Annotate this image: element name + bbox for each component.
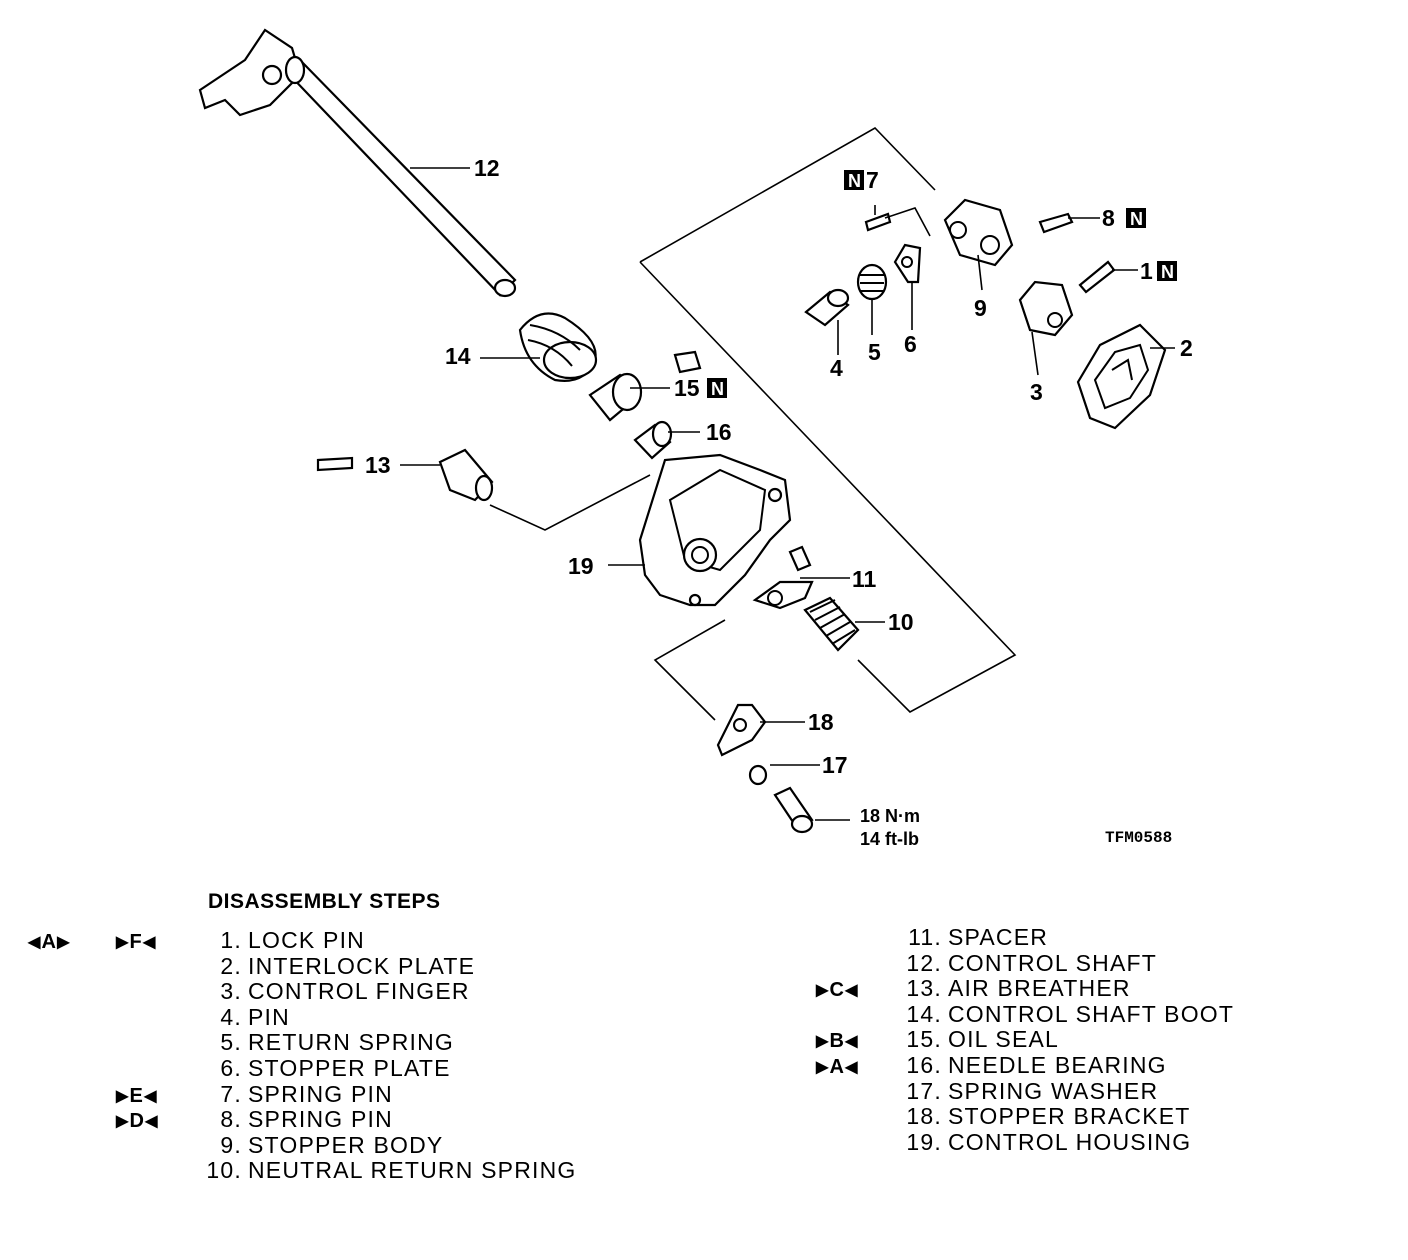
return-spring-part <box>856 263 888 301</box>
callout-16: 16 <box>706 419 732 445</box>
callout-8: 8 <box>1102 205 1115 231</box>
steps-column-right: 11.SPACER 12.CONTROL SHAFT ▶C◀ 13.AIR BR… <box>816 924 1235 1155</box>
step-item: 6.STOPPER PLATE <box>220 1054 451 1081</box>
spring-washer-part <box>748 764 768 786</box>
step-item: 11.SPACER <box>908 924 1049 950</box>
pin-part <box>804 288 850 327</box>
step-item: ▶A◀ 16.NEEDLE BEARING <box>816 1052 1234 1079</box>
interlock-plate-part <box>1076 323 1167 430</box>
step-item: ◀A▶ ▶F◀ 1.LOCK PIN <box>28 927 577 954</box>
leader-3 <box>1031 331 1039 376</box>
install-marker-f: ▶F◀ <box>116 931 157 953</box>
callout-12: 12 <box>474 155 500 181</box>
neutral-return-spring-part <box>803 596 860 652</box>
callout-3: 3 <box>1030 379 1043 405</box>
step-item: 18.STOPPER BRACKET <box>906 1103 1191 1130</box>
svg-text:N: N <box>711 379 724 399</box>
spring-pin-8-part <box>1038 212 1074 234</box>
spring-pin-7-part <box>864 212 892 232</box>
svg-text:N: N <box>848 171 861 191</box>
step-item: 4.PIN <box>220 1003 290 1030</box>
step-item: ▶D◀ 8.SPRING PIN <box>116 1106 577 1133</box>
step-item: 17.SPRING WASHER <box>906 1077 1159 1104</box>
callout-1: 1 <box>1140 258 1153 284</box>
svg-text:N: N <box>1161 262 1174 282</box>
control-housing-part <box>638 453 792 607</box>
callout-5: 5 <box>868 339 881 365</box>
install-marker-d: ▶D◀ <box>116 1110 159 1133</box>
callout-14: 14 <box>445 343 471 369</box>
step-item: 12.CONTROL SHAFT <box>906 949 1157 976</box>
step-item: 10.NEUTRAL RETURN SPRING <box>206 1157 577 1184</box>
step-item: 5.RETURN SPRING <box>220 1029 455 1056</box>
needle-bearing-part <box>633 420 673 460</box>
control-shaft-boot-part <box>518 312 598 382</box>
spacer-part <box>752 545 814 610</box>
leader-9 <box>977 254 983 291</box>
lock-pin-part <box>1078 260 1116 294</box>
callout-13: 13 <box>365 452 391 478</box>
step-item: ▶E◀ 7.SPRING PIN <box>116 1081 577 1108</box>
step-item: 3.CONTROL FINGER <box>220 978 470 1005</box>
new-part-marker-7: N <box>844 170 864 191</box>
control-finger-part <box>1018 280 1074 337</box>
callout-15: 15 <box>674 375 700 401</box>
torque-metric: 18 N·m <box>860 806 920 826</box>
callout-18: 18 <box>808 709 834 735</box>
step-item: 19.CONTROL HOUSING <box>906 1128 1192 1155</box>
install-marker-e: ▶E◀ <box>116 1084 158 1107</box>
install-marker-c: ▶C◀ <box>816 979 859 1002</box>
callout-10: 10 <box>888 609 914 635</box>
stopper-body-part <box>943 198 1014 267</box>
new-part-marker-15: N <box>707 378 727 399</box>
assembly-reference-line <box>639 126 1017 713</box>
callout-19: 19 <box>568 553 594 579</box>
callout-2: 2 <box>1180 335 1193 361</box>
svg-text:N: N <box>1130 209 1143 229</box>
install-marker-a: ▶A◀ <box>816 1055 859 1078</box>
stopper-plate-part <box>893 243 922 284</box>
callout-17: 17 <box>822 752 848 778</box>
new-part-marker-8: N <box>1126 208 1146 229</box>
air-breather-part <box>316 448 494 502</box>
callout-4: 4 <box>830 355 843 381</box>
new-part-marker-1: N <box>1157 261 1177 282</box>
install-marker-b: ▶B◀ <box>816 1030 859 1053</box>
callout-11: 11 <box>852 566 877 592</box>
step-item: 9.STOPPER BODY <box>220 1131 444 1158</box>
disassembly-steps-title: DISASSEMBLY STEPS <box>208 890 441 913</box>
callout-9: 9 <box>974 295 987 321</box>
removal-marker-a: ◀A▶ <box>28 931 71 953</box>
step-item: ▶B◀ 15.OIL SEAL <box>816 1027 1234 1053</box>
step-item: 14.CONTROL SHAFT BOOT <box>906 1000 1235 1027</box>
steps-column-left: ◀A▶ ▶F◀ 1.LOCK PIN 2.INTERLOCK PLATE 3.C… <box>28 927 577 1184</box>
stopper-bracket-part <box>716 703 767 757</box>
oil-seal-part <box>588 350 702 422</box>
exploded-view-diagram: 12 14 15 16 13 19 11 10 18 17 7 8 9 1 2 … <box>198 28 1193 849</box>
callout-7: 7 <box>866 167 879 193</box>
assembly-reference-line-lower <box>653 619 726 721</box>
bolt-part <box>773 786 814 834</box>
callout-6: 6 <box>904 331 917 357</box>
control-shaft-part <box>198 28 517 298</box>
leader-13-housing <box>489 474 651 531</box>
torque-imperial: 14 ft-lb <box>860 829 919 849</box>
step-item: 2.INTERLOCK PLATE <box>220 952 476 979</box>
leader-7 <box>874 205 931 237</box>
figure-id: TFM0588 <box>1105 829 1172 847</box>
step-item: ▶C◀ 13.AIR BREATHER <box>816 975 1234 1002</box>
